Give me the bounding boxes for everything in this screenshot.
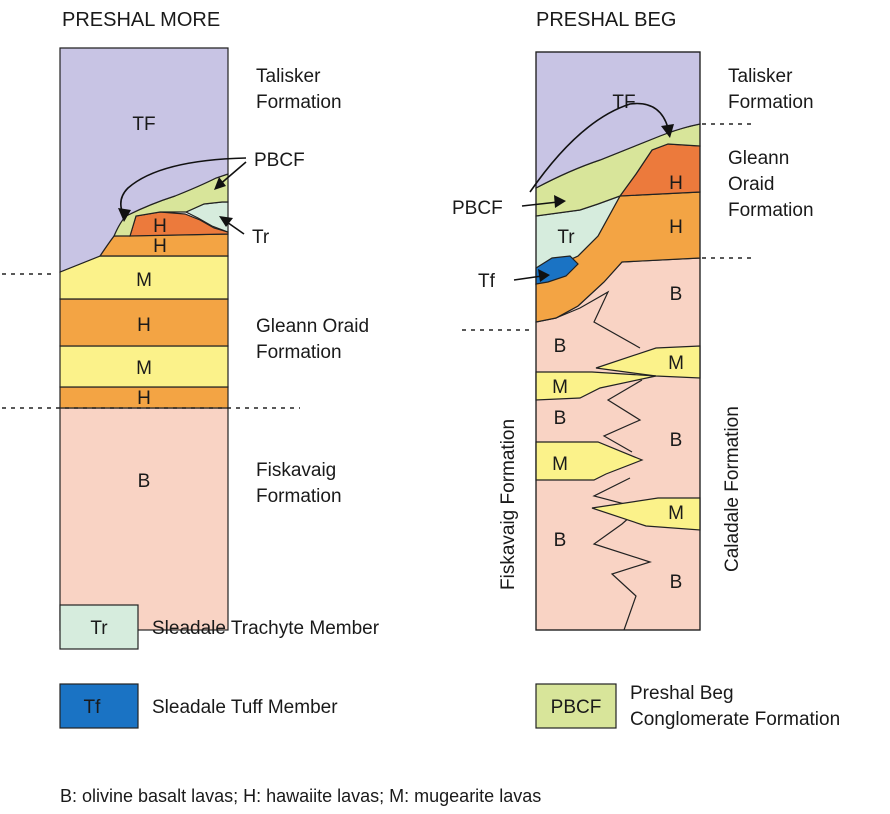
label-m-right-2: M — [668, 503, 684, 524]
arrowheads-left — [118, 177, 233, 227]
unit-tf-left — [59, 47, 229, 273]
unit-m-lower-left — [59, 345, 229, 388]
boundary-basalt-zigzag-middle — [602, 379, 643, 453]
label-fiskavaig-left-2: Formation — [256, 486, 342, 507]
label-b-right-3: B — [670, 572, 683, 593]
label-fiskavaig-vertical: Fiskavaig Formation — [498, 419, 519, 590]
label-h-second-left: H — [153, 236, 167, 257]
arrow-pbcf-right-short — [521, 201, 559, 207]
label-talisker-right-2: Formation — [728, 92, 814, 113]
label-tf-tuff-right: Tf — [478, 271, 496, 292]
arrow-pbcf-right-curve — [529, 102, 669, 193]
boundary-basalt-zigzag-upper — [555, 290, 641, 349]
arrow-pbcf-left-long — [120, 157, 247, 217]
label-m-left-1: M — [552, 377, 568, 398]
label-talisker-left-1: Talisker — [256, 66, 321, 87]
arrowhead-pbcf-right-curve — [661, 124, 674, 138]
legend-swatch-conglomerate — [535, 683, 617, 729]
legend-label-tuff: Sleadale Tuff Member — [152, 697, 338, 718]
legend-code-conglomerate: PBCF — [551, 697, 602, 718]
label-b-left-1: B — [554, 336, 567, 357]
label-b-left: B — [138, 471, 151, 492]
label-pbcf-right: PBCF — [452, 198, 503, 219]
legend-label-conglomerate-2: Conglomerate Formation — [630, 709, 840, 730]
legend-swatch-tuff — [59, 683, 139, 729]
label-pbcf-left: PBCF — [254, 150, 305, 171]
label-gleann-right-2: Oraid — [728, 174, 774, 195]
label-m-lower-left: M — [136, 358, 152, 379]
label-tr-right: Tr — [557, 227, 575, 248]
legend-code-trachyte: Tr — [90, 618, 108, 639]
label-m-upper-left: M — [136, 270, 152, 291]
arrowhead-pbcf-right-short — [554, 195, 566, 208]
label-m-left-2: M — [552, 454, 568, 475]
caption: B: olivine basalt lavas; H: hawaiite lav… — [60, 786, 541, 806]
label-caladale-vertical: Caladale Formation — [722, 406, 743, 572]
label-h-middle-left: H — [137, 315, 151, 336]
arrowheads-right — [538, 124, 674, 282]
boundary-basalt-zigzag-lower — [592, 477, 652, 631]
label-tf-left: TF — [132, 114, 155, 135]
arrowhead-tf-right — [538, 269, 550, 282]
label-m-right-1: M — [668, 353, 684, 374]
unit-tf-right-talisker — [535, 51, 701, 189]
frame-right-column — [535, 51, 701, 631]
arrows-right — [513, 102, 669, 281]
legend-code-tuff: Tf — [84, 697, 102, 718]
label-talisker-left-2: Formation — [256, 92, 342, 113]
label-b-upper-right: B — [670, 284, 683, 305]
unit-b-left — [59, 407, 229, 631]
title-preshal-beg: PRESHAL BEG — [536, 9, 676, 31]
label-h-top-left: H — [153, 216, 167, 237]
legend: Tr Sleadale Trachyte Member Tf Sleadale … — [59, 604, 840, 730]
label-h-upper-right: H — [669, 173, 683, 194]
label-gleann-right-1: Gleann — [728, 148, 789, 169]
legend-label-trachyte: Sleadale Trachyte Member — [152, 618, 380, 639]
arrowhead-pbcf-left-short — [214, 177, 226, 190]
label-gleann-left-2: Formation — [256, 342, 342, 363]
label-tr-left: Tr — [252, 227, 270, 248]
arrow-tf-right — [513, 275, 543, 281]
label-b-left-2: B — [554, 408, 567, 429]
label-fiskavaig-left-1: Fiskavaig — [256, 460, 336, 481]
title-preshal-more: PRESHAL MORE — [62, 9, 220, 31]
label-h-lower-left: H — [137, 388, 151, 409]
column-preshal-more — [59, 47, 229, 631]
label-talisker-right-1: Talisker — [728, 66, 793, 87]
column-preshal-beg — [535, 51, 701, 631]
legend-label-conglomerate-1: Preshal Beg — [630, 683, 734, 704]
arrowhead-pbcf-left-long — [118, 208, 131, 222]
label-b-left-3: B — [554, 530, 567, 551]
label-b-right-2: B — [670, 430, 683, 451]
label-h-lower-right: H — [669, 217, 683, 238]
label-gleann-left-1: Gleann Oraid — [256, 316, 369, 337]
legend-swatch-trachyte — [59, 604, 139, 650]
arrowhead-tr-left — [219, 216, 233, 227]
label-gleann-right-3: Formation — [728, 200, 814, 221]
